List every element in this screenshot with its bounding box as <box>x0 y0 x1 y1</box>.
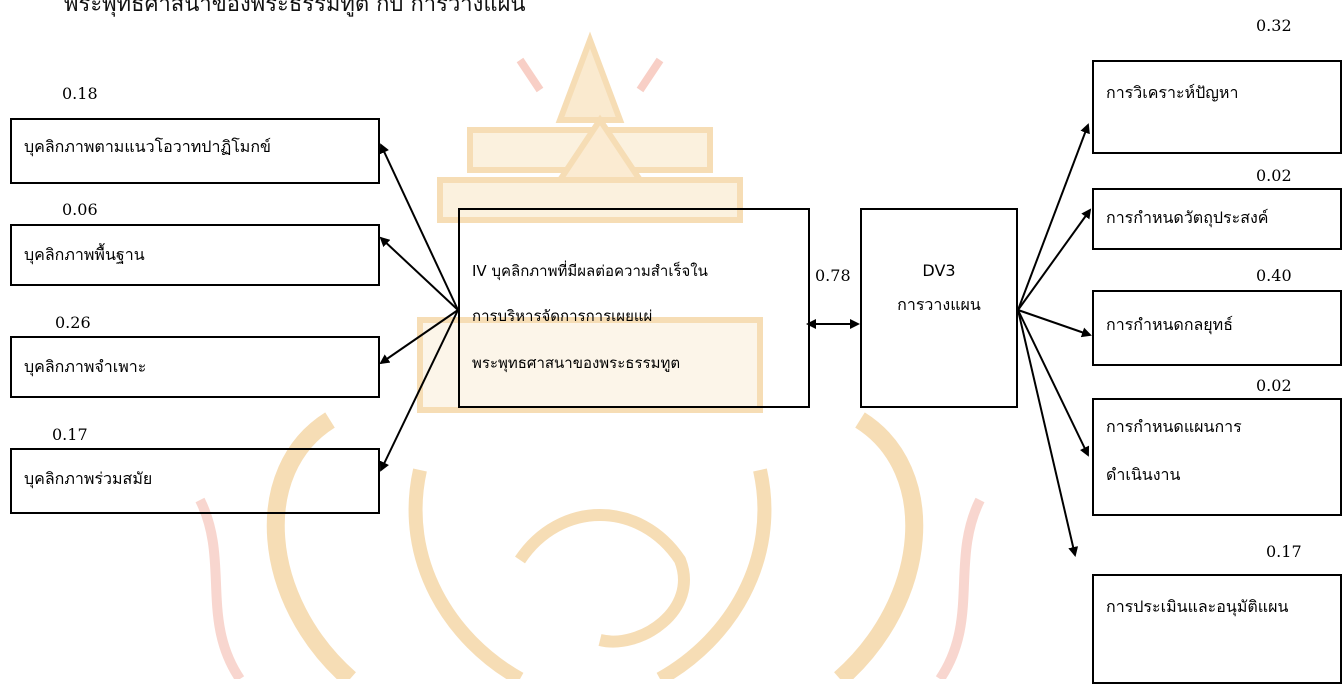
left-box-personality-ovada: บุคลิกภาพตามแนวโอวาทปาฏิโมกข์ <box>10 118 380 184</box>
left-box-personality-contemporary: บุคลิกภาพร่วมสมัย <box>10 448 380 514</box>
link-coefficient: 0.78 <box>815 266 851 285</box>
iv-line-2: การบริหารจัดการการเผยแผ่ <box>472 307 653 325</box>
box-label: การกำหนดกลยุทธ์ <box>1106 315 1233 334</box>
left-box-personality-specific: บุคลิกภาพจำเพาะ <box>10 336 380 398</box>
dv-box: DV3 การวางแผน <box>860 208 1018 408</box>
coefficient-label: 0.17 <box>52 425 88 444</box>
iv-line-3: พระพุทธศาสนาของพระธรรมทูต <box>472 354 681 372</box>
dv-title: การวางแผน <box>897 295 981 314</box>
box-label: การประเมินและอนุมัติแผน <box>1106 597 1289 616</box>
box-label: บุคลิกภาพจำเพาะ <box>24 357 147 376</box>
iv-line-1: IV บุคลิกภาพที่มีผลต่อความสำเร็จใน <box>472 262 708 280</box>
coefficient-label: 0.32 <box>1256 16 1292 35</box>
coefficient-label: 0.06 <box>62 200 98 219</box>
box-label-line-1: การกำหนดแผนการ <box>1106 417 1242 436</box>
coefficient-label: 0.26 <box>55 313 91 332</box>
box-label: บุคลิกภาพร่วมสมัย <box>24 469 153 488</box>
coefficient-label: 0.18 <box>62 84 98 103</box>
right-box-evaluation: การประเมินและอนุมัติแผน <box>1092 574 1342 684</box>
box-label: บุคลิกภาพตามแนวโอวาทปาฏิโมกข์ <box>24 137 271 156</box>
box-label: การวิเคราะห์ปัญหา <box>1106 83 1239 102</box>
right-box-problem-analysis: การวิเคราะห์ปัญหา <box>1092 60 1342 154</box>
coefficient-label: 0.02 <box>1256 166 1292 185</box>
coefficient-label: 0.02 <box>1256 376 1292 395</box>
coefficient-label: 0.17 <box>1266 542 1302 561</box>
left-box-personality-basic: บุคลิกภาพพื้นฐาน <box>10 224 380 286</box>
box-label: การกำหนดวัตถุประสงค์ <box>1106 208 1269 227</box>
page-title: พระพุทธศาสนาของพระธรรมทูต กับ การวางแผน <box>64 0 526 17</box>
coefficient-label: 0.40 <box>1256 266 1292 285</box>
right-box-operation-plan: การกำหนดแผนการ ดำเนินงาน <box>1092 398 1342 516</box>
box-label: บุคลิกภาพพื้นฐาน <box>24 245 145 264</box>
right-box-strategy: การกำหนดกลยุทธ์ <box>1092 290 1342 366</box>
box-label-line-2: ดำเนินงาน <box>1106 465 1181 484</box>
iv-box: IV บุคลิกภาพที่มีผลต่อความสำเร็จใน การบร… <box>458 208 810 408</box>
right-box-objectives: การกำหนดวัตถุประสงค์ <box>1092 188 1342 250</box>
dv-label: DV3 <box>922 261 956 280</box>
